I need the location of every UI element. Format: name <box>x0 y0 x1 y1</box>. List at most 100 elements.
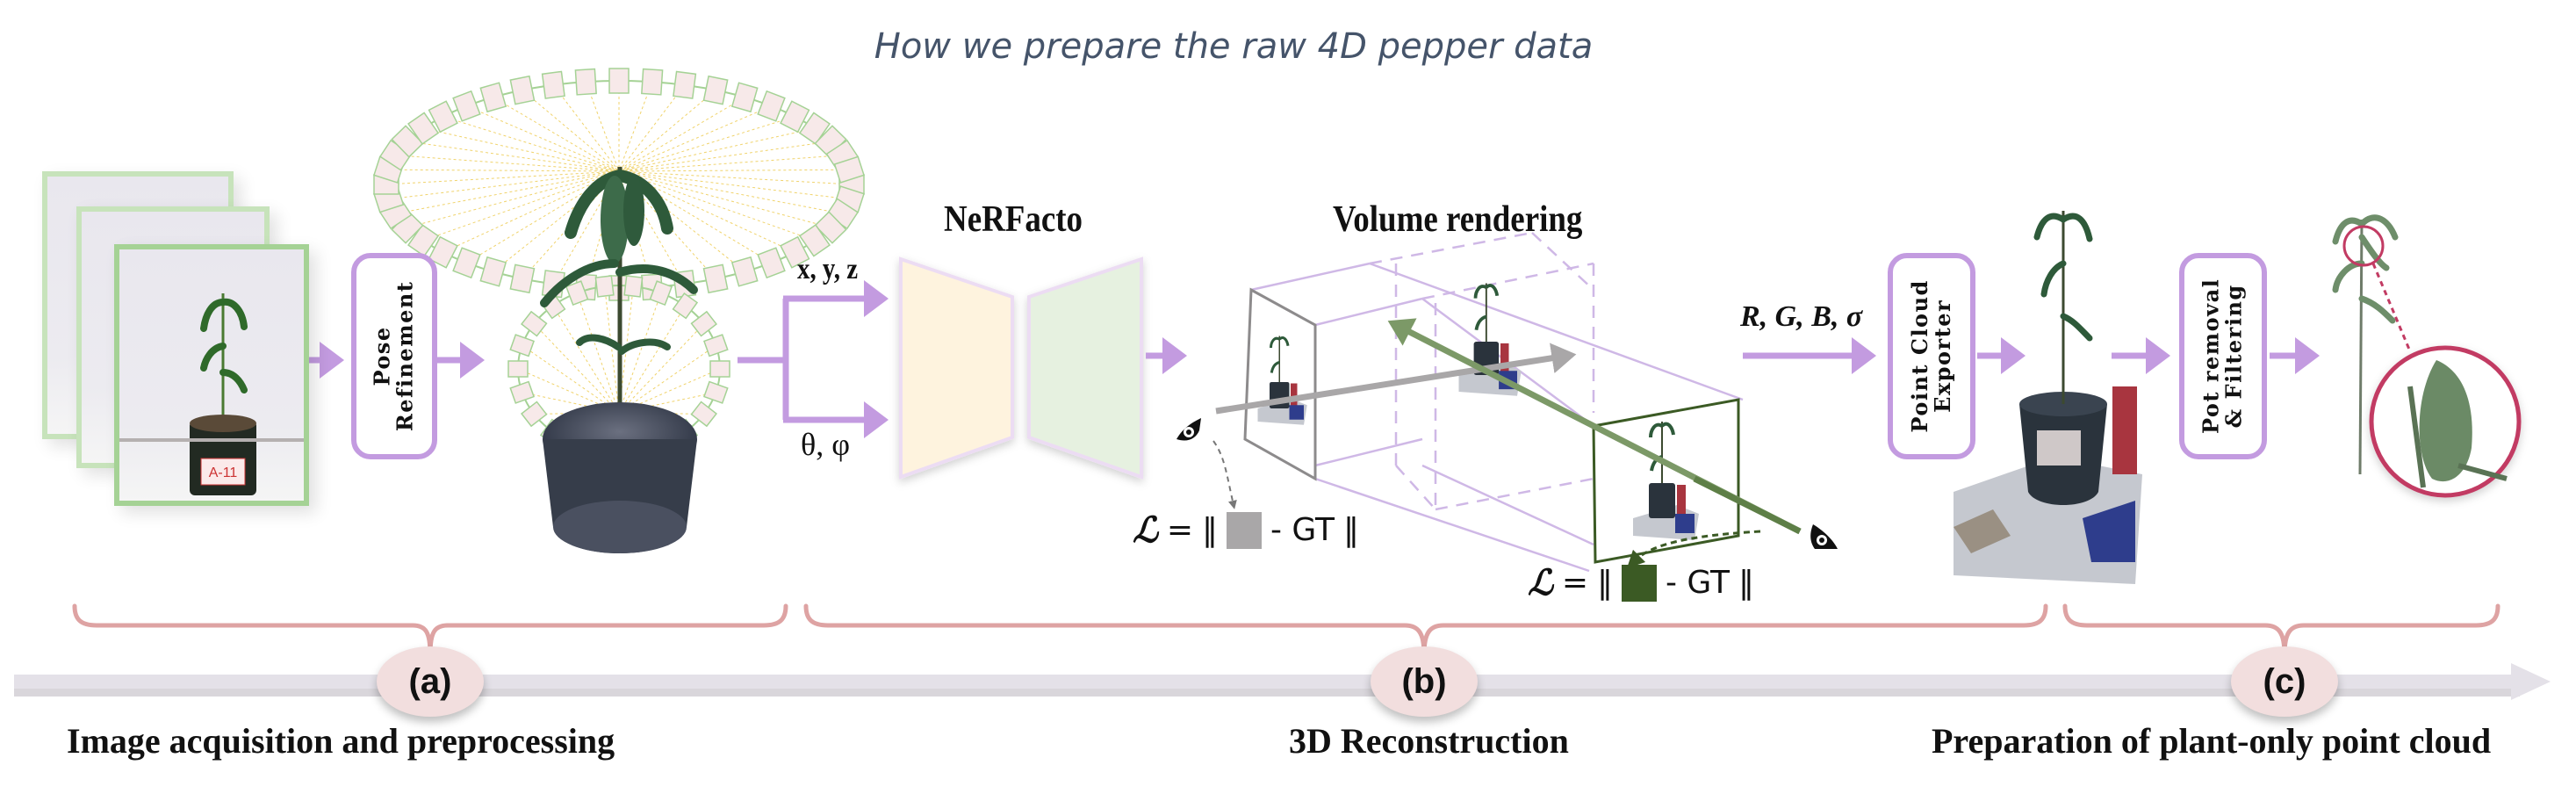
camera-ray <box>388 169 620 172</box>
nerf-heading: NeRFacto <box>944 199 1083 240</box>
camera-ray <box>552 84 620 172</box>
camera-ray <box>618 170 853 185</box>
point-cloud-exporter-label: Point Cloud Exporter <box>1906 279 1955 433</box>
camera-ray <box>618 170 850 200</box>
point-cloud-exporter-box: Point Cloud Exporter <box>1888 253 1975 459</box>
position-label: x, y, z <box>797 253 859 285</box>
camera-frame-icon <box>608 68 630 94</box>
loss-norm-close: ‖ <box>1343 512 1360 548</box>
phase-label-a: Image acquisition and preprocessing <box>67 721 615 761</box>
camera-ray <box>618 344 716 414</box>
pot-removal-line-1: Pot removal <box>2198 278 2224 435</box>
ray-green-front <box>1693 475 1802 535</box>
camera-ray <box>618 82 653 172</box>
rendered-pixel-gray-swatch <box>1226 511 1262 549</box>
camera-frame-icon <box>641 68 664 96</box>
eye-icon-left <box>1176 418 1201 441</box>
camera-frame-icon <box>798 223 831 257</box>
camera-frame-icon <box>703 334 729 357</box>
camera-frame-icon <box>520 310 548 337</box>
camera-ray <box>618 170 686 285</box>
camera-ray <box>618 97 745 172</box>
magnifier-source-circle <box>2342 225 2385 267</box>
camera-ray <box>618 169 850 172</box>
pose-refinement-box: Pose Refinement <box>351 253 437 459</box>
camera-frame-icon <box>833 155 865 184</box>
camera-ray <box>618 170 795 253</box>
camera-frame-icon <box>520 401 548 428</box>
pose-refinement-line-1: Pose <box>369 326 395 386</box>
camera-ray <box>407 141 620 172</box>
camera-ray <box>552 170 620 285</box>
camera-ray <box>422 127 620 172</box>
camera-frame-icon <box>780 235 810 269</box>
camera-frame-icon <box>391 125 424 158</box>
pot-label: A-11 <box>209 466 238 480</box>
input-photo-1: A-11 <box>114 244 309 506</box>
phase-label-c: Preparation of plant-only point cloud <box>1932 721 2492 761</box>
timeline-arrowhead <box>2511 663 2551 700</box>
camera-ray <box>618 141 831 172</box>
camera-frame-icon <box>702 263 729 294</box>
pot-removal-line-2: & Filtering <box>2221 284 2247 429</box>
camera-frame-icon <box>780 100 810 134</box>
camera-frame-icon <box>757 90 786 122</box>
camera-ray <box>618 292 662 414</box>
render-frame-right <box>1592 398 1740 564</box>
camera-ray <box>618 116 795 172</box>
nerf-decoder <box>1027 256 1143 480</box>
camera-ray <box>552 305 620 414</box>
camera-ray <box>618 155 843 172</box>
exporter-line-1: Point Cloud <box>1906 279 1932 433</box>
volume-box <box>1243 231 1744 573</box>
camera-frame-icon <box>709 360 730 378</box>
camera-frame-icon <box>574 68 597 96</box>
camera-frame-icon <box>690 310 718 337</box>
camera-frame-icon <box>479 82 507 113</box>
camera-frame-icon <box>428 100 458 134</box>
rendered-pixel-green-swatch <box>1621 564 1657 602</box>
plant-reconstruction <box>540 167 698 404</box>
camera-frame-icon <box>703 380 729 404</box>
phase-label-b: 3D Reconstruction <box>1289 721 1569 761</box>
camera-ray <box>522 344 620 414</box>
camera-frame-icon <box>649 280 673 307</box>
camera-ray <box>533 323 620 414</box>
camera-frame-icon <box>690 401 718 428</box>
camera-frame-icon <box>672 292 699 320</box>
camera-frame-icon <box>673 70 697 99</box>
exporter-line-2: Exporter <box>1930 299 1955 414</box>
camera-ray <box>618 170 843 214</box>
camera-frame-icon <box>798 112 831 146</box>
camera-ray <box>522 90 620 172</box>
camera-frame-icon <box>565 280 589 307</box>
camera-frame-icon <box>594 275 615 298</box>
camera-frame-icon <box>509 75 536 105</box>
loss-symbol: ℒ <box>1133 509 1158 551</box>
phase-bubble-c: (c) <box>2231 646 2338 717</box>
volume-rendering-heading: Volume rendering <box>1333 199 1583 240</box>
loss-norm-open: ‖ <box>1201 512 1218 548</box>
camera-frame-icon <box>407 112 440 146</box>
phase-bubble-b: (b) <box>1371 646 1478 717</box>
loss-minus-gt: - GT <box>1270 512 1335 548</box>
loss-link-green <box>1626 530 1761 569</box>
loss-symbol: ℒ <box>1528 562 1553 603</box>
camera-frame-icon <box>509 263 536 294</box>
pot-removal-box: Pot removal & Filtering <box>2179 253 2267 459</box>
loss-equation-gray: ℒ = ‖ - GT ‖ <box>1133 509 1359 551</box>
ray-gray <box>1215 343 1577 415</box>
pot-removal-label: Pot removal & Filtering <box>2198 278 2247 435</box>
camera-ray <box>466 105 620 172</box>
camera-frame-icon <box>479 256 507 287</box>
pot-reconstruction <box>543 402 697 553</box>
camera-ray <box>618 323 705 414</box>
camera-ray <box>604 285 620 414</box>
camera-ray <box>443 170 620 253</box>
camera-frame-icon <box>702 75 729 105</box>
phase-bubble-a: (a) <box>377 646 484 717</box>
camera-frame-icon <box>452 247 481 279</box>
camera-frame-icon <box>452 90 481 122</box>
loss-equation-green: ℒ = ‖ - GT ‖ <box>1528 562 1754 603</box>
loss-equals: = <box>1561 565 1588 601</box>
